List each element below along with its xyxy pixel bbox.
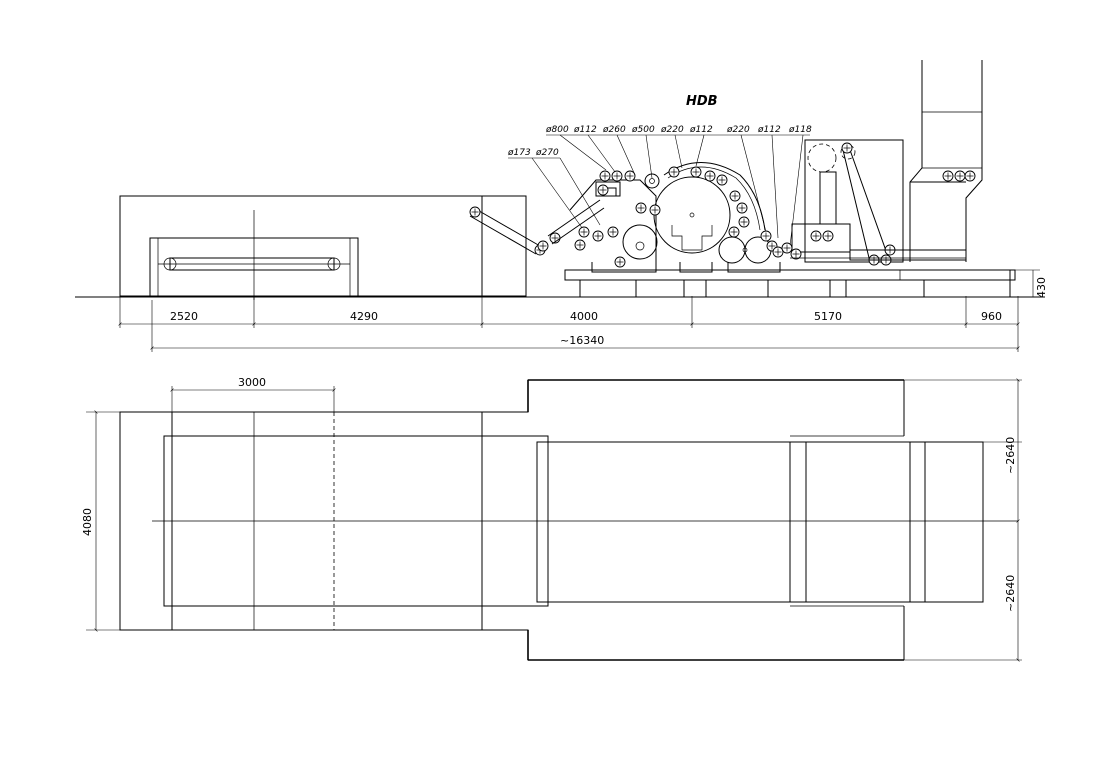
roll-label-d220: ø220 <box>660 125 684 135</box>
machine-plan <box>482 379 984 661</box>
top-view: 3000 4080 ~2640 ~2640 <box>81 376 1022 662</box>
roll-label-d118: ø118 <box>788 125 812 135</box>
roll-label-d112: ø112 <box>757 125 781 135</box>
dimension-960: 960 <box>981 310 1002 323</box>
hopper-plan <box>119 411 549 631</box>
dimension-3000: 3000 <box>238 376 266 389</box>
side-view: HDB ø800 ø112 ø260 ø500 ø220 ø112 ø220 ø… <box>75 60 1048 352</box>
machine-title: HDB <box>686 94 718 109</box>
base-frame <box>564 269 1016 297</box>
dimension-5170: 5170 <box>814 310 842 323</box>
dimension-4290: 4290 <box>350 310 378 323</box>
dimension-4000: 4000 <box>570 310 598 323</box>
top-dimension-chain: 3000 4080 ~2640 ~2640 <box>81 376 1022 662</box>
dimension-2640-upper: ~2640 <box>1004 437 1017 474</box>
dimension-2520: 2520 <box>170 310 198 323</box>
condenser-tower <box>909 60 983 262</box>
roll-label-d260: ø260 <box>602 125 626 135</box>
roll-label-d112: ø112 <box>573 125 597 135</box>
roll-label-d270: ø270 <box>535 148 559 158</box>
feed-hopper <box>119 195 527 300</box>
dimension-2640-lower: ~2640 <box>1004 575 1017 612</box>
roll-label-d800: ø800 <box>545 125 569 135</box>
dimension-height: 430 <box>1035 277 1048 298</box>
web-former <box>790 139 967 266</box>
roll-label-d220: ø220 <box>726 125 750 135</box>
roll-label-d500: ø500 <box>631 125 655 135</box>
roll-labels: ø800 ø112 ø260 ø500 ø220 ø112 ø220 ø112 … <box>507 125 812 247</box>
height-dimension: 430 <box>1015 269 1048 298</box>
dimension-4080: 4080 <box>81 508 94 536</box>
side-dimension-chain: 2520 4290 4000 5170 960 ~16340 <box>118 296 1020 352</box>
carding-unit <box>537 162 793 273</box>
roll-label-d173: ø173 <box>507 148 531 158</box>
inclined-feed-lattice <box>469 206 546 256</box>
roll-label-d112: ø112 <box>689 125 713 135</box>
dimension-total-length: ~16340 <box>560 334 604 347</box>
